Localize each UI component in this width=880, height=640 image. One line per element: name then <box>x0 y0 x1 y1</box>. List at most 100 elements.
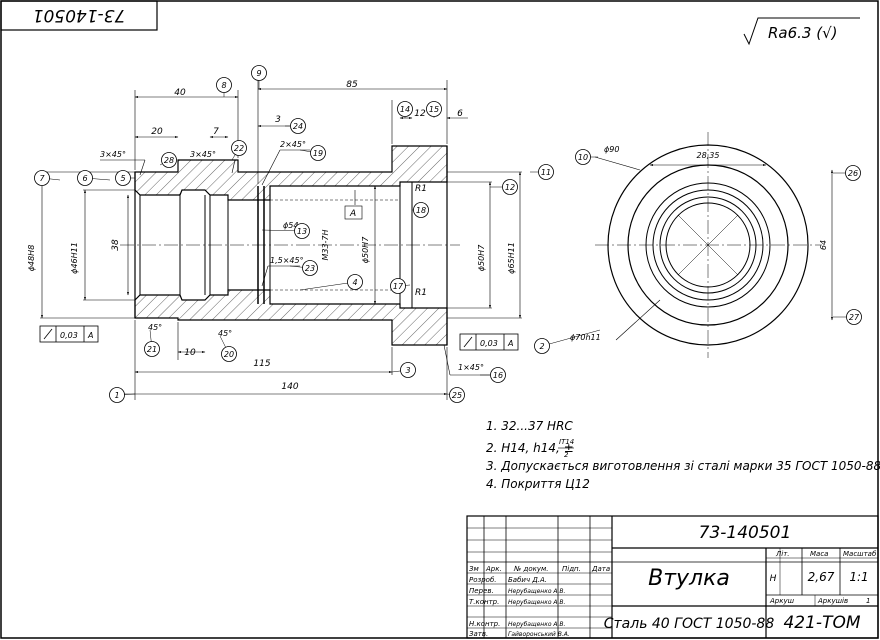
dim-m33: M33-7H <box>321 229 330 260</box>
note-2-frac-num: IT14 <box>559 438 574 446</box>
dimension-lines <box>40 80 522 400</box>
balloon-label: 5 <box>120 174 125 183</box>
balloon-circle <box>502 179 518 195</box>
dim-20: 20 <box>151 127 163 137</box>
tb-sheets: 1 <box>866 597 870 605</box>
balloon-label: 25 <box>452 391 462 400</box>
balloon-circle <box>534 338 550 354</box>
title-block <box>466 515 879 639</box>
tb-title: Втулка <box>648 566 730 591</box>
balloon-circle <box>221 346 237 362</box>
tb-sheets-label: Аркушів <box>817 597 848 605</box>
balloon-circle <box>397 101 413 117</box>
dim-7: 7 <box>213 127 219 137</box>
dim-phi54: ϕ54 <box>283 221 298 230</box>
tb-header-ark: Арк. <box>485 565 502 573</box>
note-2-frac-den: 2 <box>564 451 569 459</box>
balloon-circle <box>109 387 125 403</box>
balloon-circle <box>575 149 591 165</box>
tb-lit: Н <box>770 574 777 584</box>
balloon-circle <box>347 274 363 290</box>
dim-28-35: 28,35 <box>697 151 720 160</box>
tb-mass: 2,67 <box>808 570 835 584</box>
balloon-label: 7 <box>39 174 45 183</box>
tb-doc-number: 73-140501 <box>699 523 792 543</box>
dim-140: 140 <box>281 382 298 392</box>
balloon-label: 1 <box>114 391 119 400</box>
end-view <box>594 132 834 358</box>
tb-role-1: Перев. <box>469 587 494 595</box>
note-3: 3. Допускається виготовлення зі сталі ма… <box>486 459 880 473</box>
dim-phi48: ϕ48H8 <box>27 245 36 272</box>
tb-header-sign: Підп. <box>562 565 581 573</box>
angle-45-b: 45° <box>218 329 232 338</box>
balloon-circle <box>390 278 406 294</box>
tolerance-frame-left: 0,03 A <box>39 325 99 343</box>
dim-phi65: ϕ65H11 <box>507 242 516 274</box>
balloon-circle <box>115 170 131 186</box>
balloon-circle <box>426 101 442 117</box>
balloon-label: 2 <box>539 342 544 351</box>
note-2: 2. H14, h14, ± <box>486 441 574 455</box>
tb-name-2: Нерубащенко А.В. <box>508 599 566 606</box>
tolerance-left-value: 0,03 <box>60 331 78 340</box>
dim-10: 10 <box>184 348 196 358</box>
roughness-symbol: Ra6.3 (√) <box>743 17 860 46</box>
balloon-circle <box>413 202 429 218</box>
balloon-circle <box>294 223 310 239</box>
dim-115: 115 <box>253 359 270 369</box>
note-1: 1. 32...37 HRC <box>486 419 573 433</box>
balloon-label: 19 <box>313 149 323 158</box>
tb-header-doc: № докум. <box>513 565 549 573</box>
balloon-label: 21 <box>147 345 157 354</box>
note-4: 4. Покриття Ц12 <box>486 477 590 491</box>
section-view: R1 R1 <box>120 145 460 346</box>
balloon-label: 11 <box>541 168 551 177</box>
balloon-label: 10 <box>578 153 588 162</box>
tolerance-right-base: A <box>507 339 513 348</box>
balloon-label: 8 <box>221 81 226 90</box>
dim-phi50-b: ϕ50H7 <box>477 244 486 271</box>
tb-scale: 1:1 <box>849 570 868 584</box>
balloon-circle <box>845 165 861 181</box>
stamp-box: 73-140501 <box>0 0 158 31</box>
balloon-leader <box>541 329 601 347</box>
dim-phi46: ϕ46H11 <box>70 242 79 274</box>
balloon-circle <box>34 170 50 186</box>
tb-lit-label: Літ. <box>775 550 790 558</box>
balloon-label: 3 <box>405 366 410 375</box>
dim-phi50: ϕ50H7 <box>361 236 370 263</box>
dim-6: 6 <box>457 109 463 119</box>
tb-role-2: Т.контр. <box>469 598 499 606</box>
chamfer-3x45-b: 3×45° <box>190 150 216 159</box>
balloon-circle <box>490 367 506 383</box>
balloon-label: 14 <box>400 105 410 114</box>
balloon-circle <box>846 309 862 325</box>
dim-12: 12 <box>414 109 426 119</box>
balloon-circle <box>251 65 267 81</box>
r1-bottom-label: R1 <box>415 288 427 298</box>
technical-notes: 1. 32...37 HRC 2. H14, h14, ± IT14 2 3. … <box>486 419 880 491</box>
balloon-label: 9 <box>256 69 261 78</box>
balloon-label: 17 <box>393 282 404 291</box>
tb-scale-label: Масштаб <box>843 550 877 558</box>
balloon-circle <box>290 118 306 134</box>
balloon-label: 16 <box>493 371 503 380</box>
upper-wall-hatch <box>134 145 448 201</box>
tolerance-frame-right: 0,03 A <box>459 333 519 351</box>
dim-3: 3 <box>275 115 281 125</box>
balloon-label: 4 <box>352 278 357 287</box>
angle-45-a: 45° <box>148 323 162 332</box>
balloon-label: 28 <box>164 156 174 165</box>
tb-mass-label: Маса <box>810 550 828 558</box>
balloon-label: 27 <box>849 313 860 322</box>
r1-top-label: R1 <box>415 184 427 194</box>
tb-role-3: Н.контр. <box>469 620 500 628</box>
balloon-circle <box>449 387 465 403</box>
tb-header-zm: Зм <box>469 565 479 573</box>
chamfer-1-5x45: 1,5×45° <box>270 256 304 265</box>
balloon-label: 6 <box>82 174 87 183</box>
balloon-label: 23 <box>305 264 315 273</box>
tb-header-date: Дата <box>591 565 610 573</box>
